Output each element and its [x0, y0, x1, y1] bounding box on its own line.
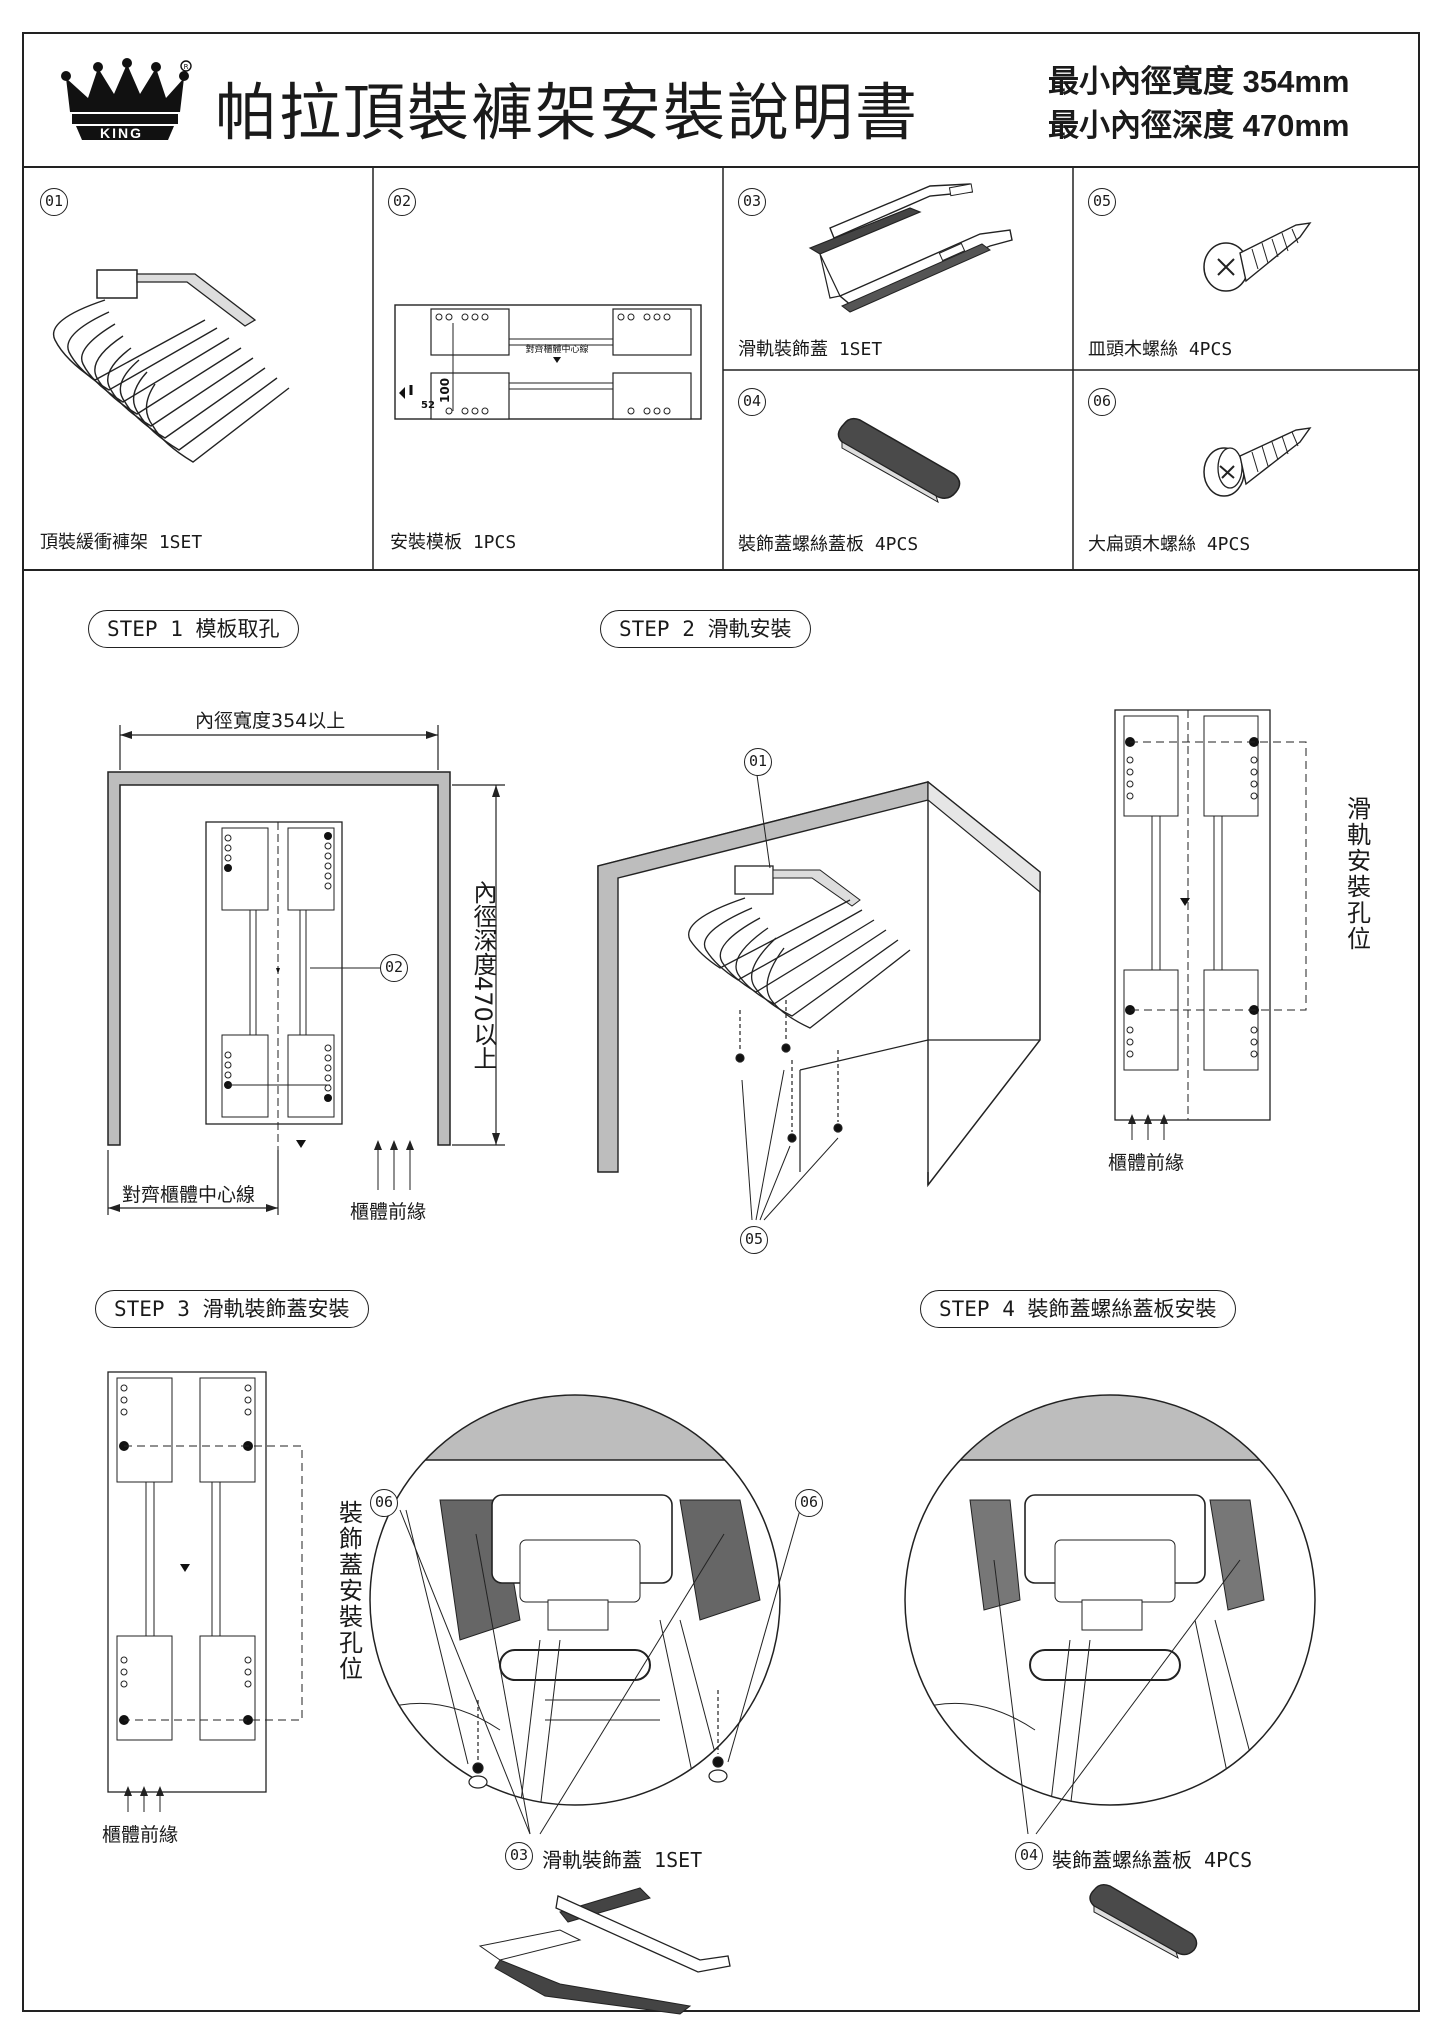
- step2-rail-holes-label: 滑軌安裝孔位: [1347, 795, 1371, 953]
- part-04-number: 04: [738, 388, 766, 416]
- part-04-label: 裝飾蓋螺絲蓋板 4PCS: [738, 534, 919, 555]
- step4-part-04-number: 04: [1015, 1842, 1043, 1870]
- brand-text: KING: [100, 125, 143, 141]
- template-center-text: 對齊櫃體中心線: [525, 343, 588, 355]
- crown-logo: R: [61, 58, 192, 140]
- step1-depth-dim: 內徑深度470以上: [469, 880, 497, 1070]
- page-frame: [22, 32, 1420, 2012]
- step2-front-label: 櫃體前緣: [1108, 1152, 1185, 1174]
- step1-callout-02: 02: [380, 954, 408, 982]
- part-03-label: 滑軌裝飾蓋 1SET: [738, 339, 883, 360]
- part-05-number: 05: [1088, 188, 1116, 216]
- spec-min-width: 最小內徑寬度 354mm: [1048, 64, 1350, 99]
- step-3-pill: STEP 3 滑軌裝飾蓋安裝: [95, 1290, 369, 1328]
- countersunk-screw-illustration: [1203, 222, 1312, 292]
- spec-min-depth: 最小內徑深度 470mm: [1048, 108, 1350, 143]
- template-dim-100: 100: [438, 378, 452, 403]
- part-06-number: 06: [1088, 388, 1116, 416]
- header: [22, 32, 1420, 168]
- pan-head-screw-illustration: [1203, 427, 1312, 497]
- step2-callout-01: 01: [744, 748, 772, 776]
- part-03-number: 03: [738, 188, 766, 216]
- step2-callout-05: 05: [740, 1226, 768, 1254]
- part-01-number: 01: [40, 188, 68, 216]
- part-01-label: 頂裝緩衝褲架 1SET: [40, 532, 203, 553]
- step3-part-label: 滑軌裝飾蓋 1SET: [542, 1848, 703, 1872]
- template-dim-52: 52: [421, 400, 435, 411]
- page-title: 帕拉頂裝褲架安裝說明書: [215, 76, 920, 149]
- step-2-pill: STEP 2 滑軌安裝: [600, 610, 811, 648]
- step-1-pill: STEP 1 模板取孔: [88, 610, 299, 648]
- step1-front-label: 櫃體前緣: [350, 1201, 427, 1223]
- step3-part-03-number: 03: [505, 1842, 533, 1870]
- svg-text:R: R: [184, 63, 189, 71]
- step3-callout-06-left: 06: [370, 1489, 398, 1517]
- part-02-label: 安裝模板 1PCS: [390, 532, 517, 553]
- step1-center-label: 對齊櫃體中心線: [122, 1184, 256, 1206]
- step3-cover-holes-label: 裝飾蓋安裝孔位: [339, 1499, 363, 1683]
- trouser-rack-illustration: [52, 269, 290, 463]
- cover-plate-illustration: [837, 417, 961, 504]
- step-4-pill: STEP 4 裝飾蓋螺絲蓋板安裝: [920, 1290, 1236, 1328]
- part-06-label: 大扁頭木螺絲 4PCS: [1088, 534, 1251, 555]
- rail-cover-illustration: [808, 183, 1013, 313]
- step4-part-label: 裝飾蓋螺絲蓋板 4PCS: [1052, 1848, 1253, 1872]
- part-02-number: 02: [388, 188, 416, 216]
- step1-width-dim: 內徑寬度354以上: [195, 710, 346, 732]
- install-template-illustration: 對齊櫃體中心線 100 52: [394, 304, 702, 420]
- step3-callout-06-right: 06: [795, 1489, 823, 1517]
- part-05-label: 皿頭木螺絲 4PCS: [1088, 339, 1233, 360]
- step3-front-label: 櫃體前緣: [102, 1824, 179, 1846]
